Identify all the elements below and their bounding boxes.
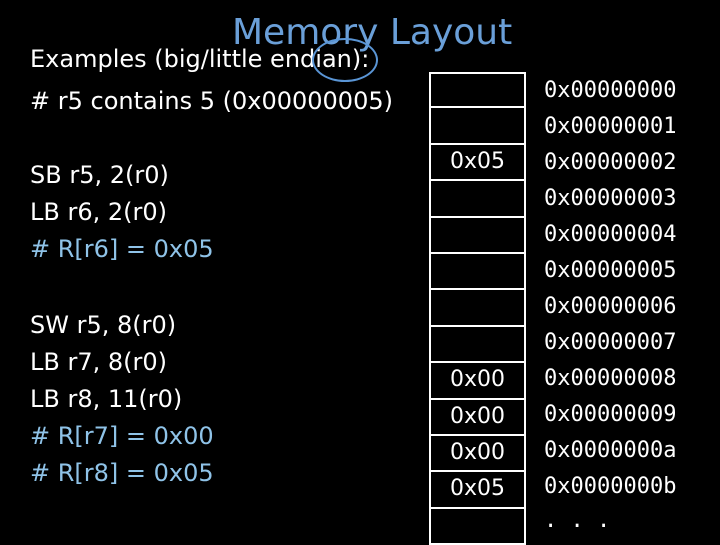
r5-contents-comment: # r5 contains 5 (0x00000005) [30, 87, 393, 115]
address-label: 0x00000009 [544, 402, 677, 427]
memory-cell: 0x00 [429, 399, 526, 436]
memory-cell [429, 253, 526, 291]
memory-cell [429, 108, 526, 145]
address-label: 0x00000005 [544, 258, 677, 283]
r7-result-comment: # R[r7] = 0x00 [30, 422, 214, 450]
r6-result-comment: # R[r6] = 0x05 [30, 235, 214, 263]
slide-title: Memory Layout [232, 12, 513, 53]
r8-result-comment: # R[r8] = 0x05 [30, 459, 214, 487]
memory-cell [429, 326, 526, 364]
big-endian-highlight-circle [312, 38, 378, 82]
address-label: 0x00000002 [544, 150, 677, 175]
address-label: 0x00000004 [544, 222, 677, 247]
sw-instruction: SW r5, 8(r0) [30, 311, 177, 339]
address-label: 0x00000006 [544, 294, 677, 319]
memory-cell: 0x05 [429, 472, 526, 509]
address-label: 0x0000000b [544, 474, 677, 499]
memory-cell: 0x00 [429, 363, 526, 400]
memory-cell [429, 72, 526, 109]
address-label: 0x0000000a [544, 438, 677, 463]
address-label: 0x00000000 [544, 78, 677, 103]
memory-cell [429, 181, 526, 218]
lb-r7-instruction: LB r7, 8(r0) [30, 348, 167, 376]
lb-r6-instruction: LB r6, 2(r0) [30, 198, 167, 226]
address-label: 0x00000007 [544, 330, 677, 355]
address-label: 0x00000008 [544, 366, 677, 391]
address-label: 0x00000003 [544, 186, 677, 211]
memory-cell [429, 217, 526, 254]
lb-r8-instruction: LB r8, 11(r0) [30, 385, 183, 413]
address-label: 0x00000001 [544, 114, 677, 139]
memory-cell [429, 290, 526, 327]
sb-instruction: SB r5, 2(r0) [30, 161, 169, 189]
memory-column: 0x05 0x00 0x00 0x00 0x05 [429, 72, 526, 545]
memory-cell: 0x05 [429, 144, 526, 182]
address-ellipsis: . . . [544, 508, 611, 533]
memory-cell: 0x00 [429, 435, 526, 473]
